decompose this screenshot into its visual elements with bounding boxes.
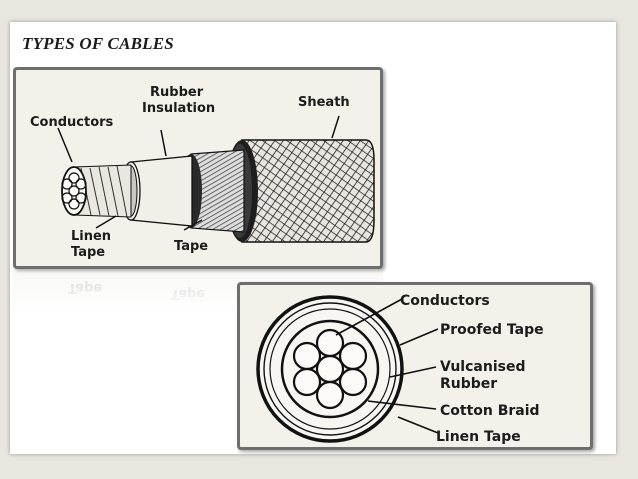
label-cs-proofed-tape: Proofed Tape [440, 322, 544, 338]
label-cs-linen-tape: Linen Tape [436, 429, 521, 445]
label-cs-rubber: Rubber [440, 376, 497, 392]
label-cs-cotton-braid: Cotton Braid [440, 403, 540, 419]
label-linen-tape: Tape [71, 245, 105, 260]
label-insulation: Insulation [142, 101, 215, 116]
slide-title: TYPES OF CABLES [22, 34, 174, 53]
label-tape: Tape [174, 239, 208, 254]
reflection-label-linen-tape: Tape [68, 280, 102, 295]
cable-cross-section-drawing: Conductors Proofed Tape Vulcanised Rubbe… [256, 293, 544, 445]
reflection-label-tape: Tape [171, 286, 205, 301]
label-rubber: Rubber [150, 85, 204, 100]
slide: TYPES OF CABLES [10, 22, 616, 457]
cable-side-view-figure: Conductors Rubber Insulation Sheath Line… [13, 67, 383, 269]
label-cs-vulcanised: Vulcanised [440, 359, 525, 375]
label-sheath: Sheath [298, 95, 350, 110]
label-conductors: Conductors [30, 115, 114, 130]
label-linen: Linen [71, 229, 111, 244]
cable-side-view-drawing: Conductors Rubber Insulation Sheath Line… [30, 85, 375, 260]
label-cs-conductors: Conductors [400, 293, 490, 309]
cable-cross-section-figure: Conductors Proofed Tape Vulcanised Rubbe… [237, 282, 593, 450]
cable-cross-section-reflection [237, 450, 593, 460]
